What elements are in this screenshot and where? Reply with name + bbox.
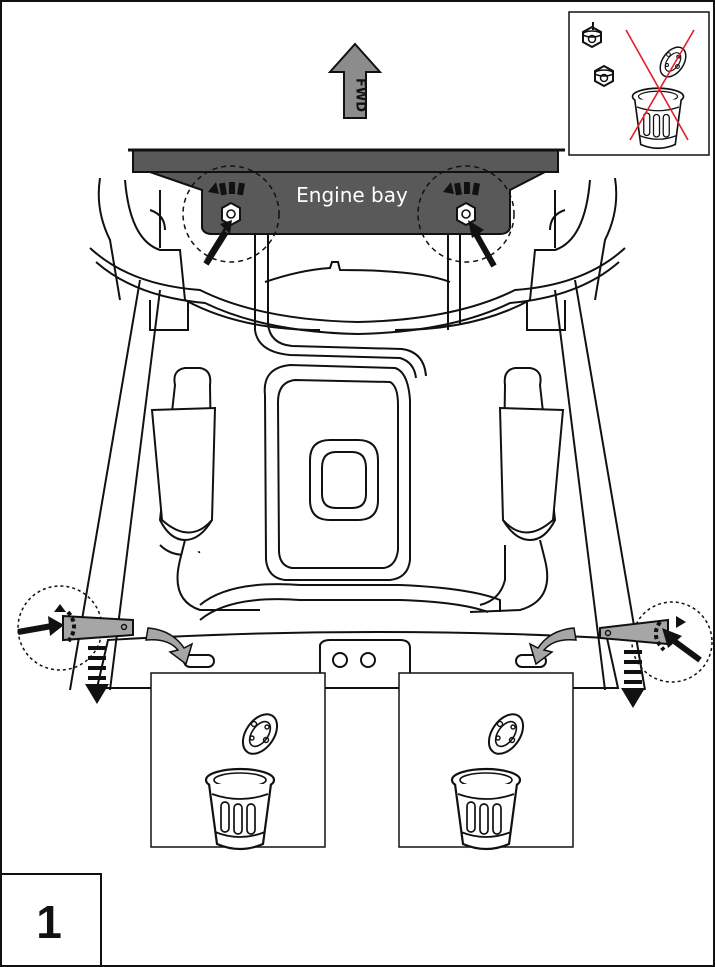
engine-bay-label: Engine bay xyxy=(296,183,408,207)
counterclockwise-rotation-icon xyxy=(208,182,245,196)
front-left-bolt-callout xyxy=(182,165,280,266)
drop-down-arrow-icon xyxy=(85,646,109,704)
exhaust-pipes xyxy=(199,545,506,621)
skid-plate xyxy=(95,630,620,689)
right-catalytic-converter xyxy=(469,367,565,613)
right-disposal-box xyxy=(398,672,574,851)
arrow-icon xyxy=(17,623,53,635)
curved-arrow-icon xyxy=(528,627,577,666)
forward-arrow-icon: FWD xyxy=(327,42,383,119)
front-right-bolt-callout xyxy=(417,165,515,268)
arrow-icon xyxy=(468,220,484,238)
fwd-label: FWD xyxy=(353,78,368,112)
left-disposal-box xyxy=(150,672,326,851)
step-number: 1 xyxy=(36,896,62,948)
inset-keep-bolts xyxy=(568,11,710,156)
counterclockwise-rotation-icon xyxy=(443,182,480,196)
engine-bay-panel: Engine bay xyxy=(128,148,565,235)
bolt-icon xyxy=(594,65,614,87)
left-catalytic-converter xyxy=(150,367,260,611)
transmission-pan xyxy=(263,363,411,581)
curved-arrow-icon xyxy=(145,627,194,666)
drop-down-arrow-icon xyxy=(621,650,645,708)
bolt-icon xyxy=(456,201,476,227)
step-number-box: 1 xyxy=(0,873,102,967)
bolt-icon xyxy=(221,201,241,227)
left-clip-callout xyxy=(17,585,134,704)
right-clip-callout xyxy=(599,601,713,708)
